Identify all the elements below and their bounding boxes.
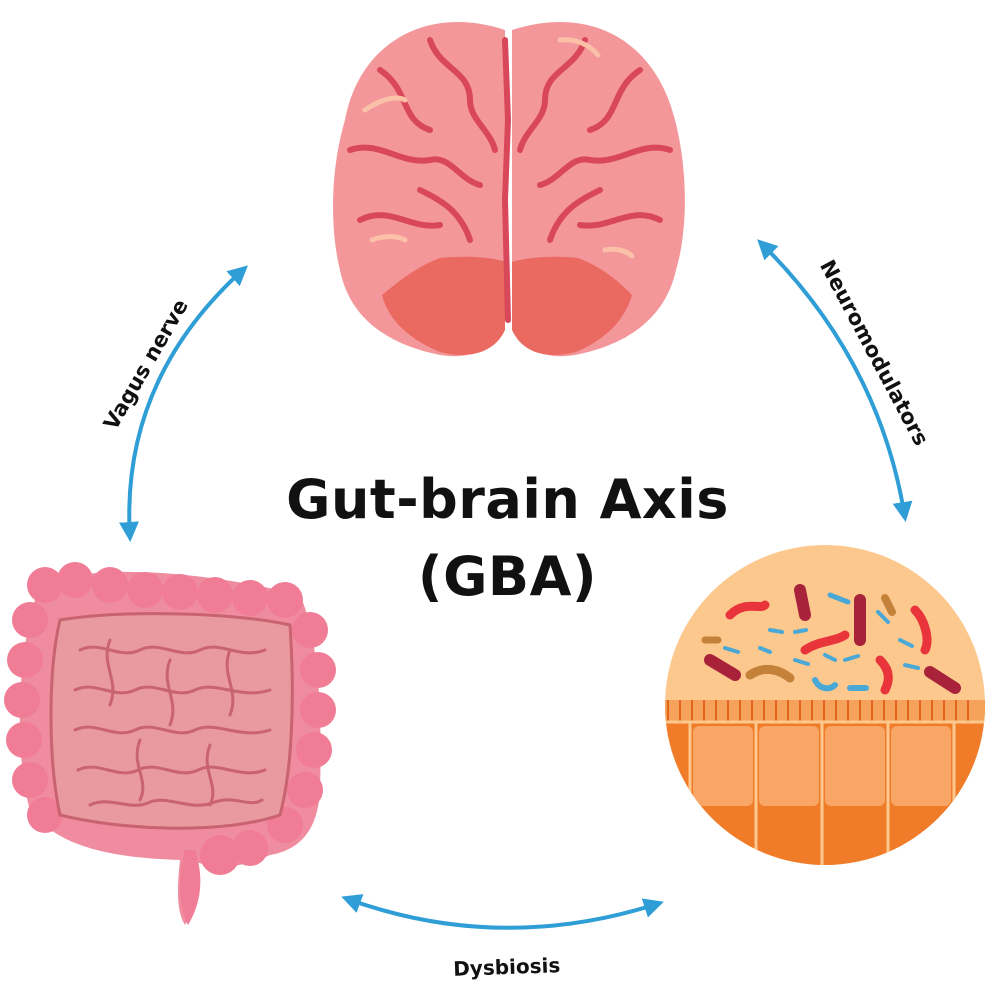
neuromodulators-arrow xyxy=(757,239,913,522)
microvilli xyxy=(667,700,969,722)
dysbiosis-label: Dysbiosis xyxy=(453,953,561,980)
vagus-nerve-arrow xyxy=(119,265,248,542)
diagram-title-line2: (GBA) xyxy=(417,545,598,608)
neuromodulators-label: Neuromodulators xyxy=(815,256,933,450)
epithelial-cells xyxy=(693,726,951,806)
diagram-title-line1: Gut-brain Axis xyxy=(286,468,729,531)
colon-bulges xyxy=(4,562,336,875)
intestine-illustration xyxy=(4,562,336,925)
dysbiosis-arrow xyxy=(341,894,664,930)
small-intestine-loops xyxy=(73,638,272,807)
brain-folds xyxy=(347,37,673,323)
brain-highlights xyxy=(362,37,635,259)
bacteria xyxy=(701,584,961,695)
brain-illustration xyxy=(333,22,685,357)
